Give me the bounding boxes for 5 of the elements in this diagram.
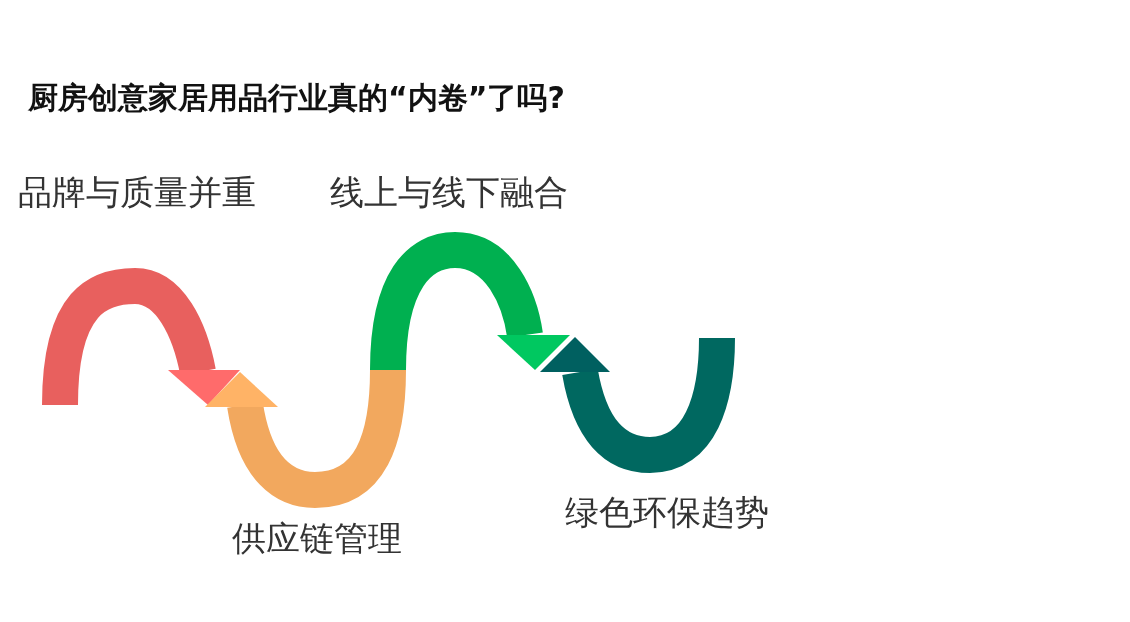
step-label: 品牌与质量并重: [18, 171, 256, 214]
step-label: 绿色环保趋势: [565, 491, 769, 534]
page-title: 厨房创意家居用品行业真的“内卷”了吗?: [28, 79, 565, 117]
step-label: 线上与线下融合: [330, 171, 568, 214]
step-label: 供应链管理: [232, 517, 402, 560]
